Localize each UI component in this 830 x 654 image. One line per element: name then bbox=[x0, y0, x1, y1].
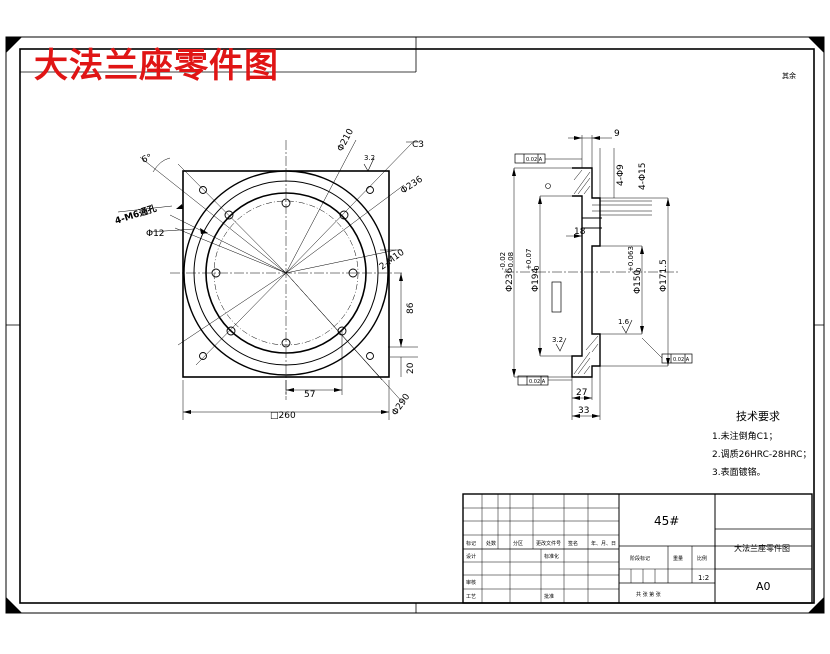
svg-text:Φ236: Φ236 bbox=[399, 174, 425, 196]
svg-text:27: 27 bbox=[576, 388, 587, 398]
technical-requirements: 技术要求 1.未注倒角C1； 2.调质26HRC-28HRC； 3.表面镀铬。 bbox=[712, 410, 811, 478]
bolt-hole bbox=[281, 198, 291, 208]
corner-hole bbox=[199, 352, 207, 360]
svg-text:9: 9 bbox=[614, 129, 620, 139]
svg-text:共 张 第 张: 共 张 第 张 bbox=[636, 591, 661, 598]
svg-text:Φ12: Φ12 bbox=[146, 229, 165, 239]
bolt-hole bbox=[226, 326, 236, 336]
bolt-hole bbox=[348, 268, 358, 278]
svg-text:年、月、日: 年、月、日 bbox=[591, 540, 616, 547]
drawing-border bbox=[5, 36, 825, 614]
front-view bbox=[117, 139, 420, 420]
svg-text:大法兰座零件图: 大法兰座零件图 bbox=[734, 543, 790, 553]
section-outline bbox=[571, 167, 601, 378]
svg-text:45#: 45# bbox=[654, 514, 679, 528]
svg-text:3.2: 3.2 bbox=[364, 154, 375, 162]
corner-markers bbox=[6, 37, 824, 613]
svg-text:Φ194: Φ194 bbox=[531, 267, 541, 292]
svg-text:4-Φ15: 4-Φ15 bbox=[638, 162, 648, 190]
title-block-text: 45# 大法兰座零件图 1:2 A0 标记 处数 分区 更改文件号 签名 年、月… bbox=[466, 514, 790, 600]
svg-text:标记: 标记 bbox=[466, 540, 476, 547]
bolt-hole bbox=[339, 210, 349, 220]
svg-text:0.02 A: 0.02 A bbox=[526, 157, 543, 163]
svg-text:□260: □260 bbox=[270, 411, 296, 421]
svg-text:0.02 A: 0.02 A bbox=[529, 379, 546, 385]
side-view-arrows bbox=[512, 136, 670, 418]
svg-text:分区: 分区 bbox=[513, 540, 523, 547]
front-view-arrows bbox=[176, 204, 403, 414]
svg-text:Φ150: Φ150 bbox=[633, 269, 643, 294]
svg-text:重量: 重量 bbox=[673, 555, 683, 562]
svg-text:1.未注倒角C1；: 1.未注倒角C1； bbox=[712, 430, 778, 442]
corner-roughness-note: 其余 bbox=[782, 71, 796, 80]
svg-text:标准化: 标准化 bbox=[544, 553, 559, 560]
svg-text:Φ290: Φ290 bbox=[390, 392, 412, 418]
svg-text:-0.08: -0.08 bbox=[507, 252, 515, 270]
drawing-title: 大法兰座零件图 bbox=[34, 46, 279, 86]
svg-text:Φ210: Φ210 bbox=[336, 127, 356, 153]
svg-text:0: 0 bbox=[635, 268, 643, 272]
svg-text:3.2: 3.2 bbox=[552, 336, 563, 344]
svg-text:86: 86 bbox=[406, 302, 416, 314]
svg-text:阶段标记: 阶段标记 bbox=[630, 555, 650, 562]
svg-text:+0.063: +0.063 bbox=[627, 246, 635, 272]
svg-text:20: 20 bbox=[406, 362, 416, 374]
svg-text:Φ236: Φ236 bbox=[505, 267, 515, 292]
svg-text:签名: 签名 bbox=[568, 540, 578, 547]
svg-text:2.调质26HRC-28HRC；: 2.调质26HRC-28HRC； bbox=[712, 448, 811, 460]
title-block bbox=[462, 493, 813, 604]
svg-text:1:2: 1:2 bbox=[698, 574, 709, 582]
svg-text:4-M6通孔: 4-M6通孔 bbox=[113, 202, 158, 227]
side-view-labels: 9 4-Φ9 4-Φ15 18 Φ236 -0.02 -0.08 Φ194 +0… bbox=[499, 129, 690, 416]
svg-text:C3: C3 bbox=[412, 140, 424, 150]
svg-text:设计: 设计 bbox=[466, 553, 476, 560]
bolt-hole bbox=[224, 210, 234, 220]
svg-text:18: 18 bbox=[574, 227, 586, 237]
svg-text:6°: 6° bbox=[140, 153, 153, 166]
svg-text:33: 33 bbox=[578, 406, 589, 416]
svg-text:批准: 批准 bbox=[544, 593, 554, 600]
svg-text:-0.02: -0.02 bbox=[499, 252, 507, 270]
svg-text:0: 0 bbox=[533, 266, 541, 270]
svg-text:技术要求: 技术要求 bbox=[736, 410, 780, 423]
svg-text:比例: 比例 bbox=[697, 555, 707, 562]
svg-text:4-Φ9: 4-Φ9 bbox=[616, 164, 626, 186]
side-view bbox=[504, 135, 693, 420]
svg-text:处数: 处数 bbox=[486, 540, 496, 547]
corner-hole bbox=[366, 186, 374, 194]
svg-text:57: 57 bbox=[304, 390, 315, 400]
svg-text:0.02 A: 0.02 A bbox=[673, 357, 690, 363]
svg-text:+0.07: +0.07 bbox=[525, 249, 533, 270]
svg-text:工艺: 工艺 bbox=[466, 594, 476, 600]
corner-hole bbox=[366, 352, 374, 360]
svg-text:1.6: 1.6 bbox=[618, 318, 630, 326]
bolt-hole bbox=[281, 338, 291, 348]
svg-text:更改文件号: 更改文件号 bbox=[536, 540, 561, 547]
svg-text:Φ171.5: Φ171.5 bbox=[659, 259, 669, 292]
svg-text:A0: A0 bbox=[756, 580, 771, 593]
bolt-hole bbox=[211, 268, 221, 278]
svg-text:2-M10: 2-M10 bbox=[378, 248, 407, 273]
svg-text:审核: 审核 bbox=[466, 579, 476, 586]
svg-text:3.表面镀铬。: 3.表面镀铬。 bbox=[712, 466, 766, 478]
corner-hole bbox=[199, 186, 207, 194]
